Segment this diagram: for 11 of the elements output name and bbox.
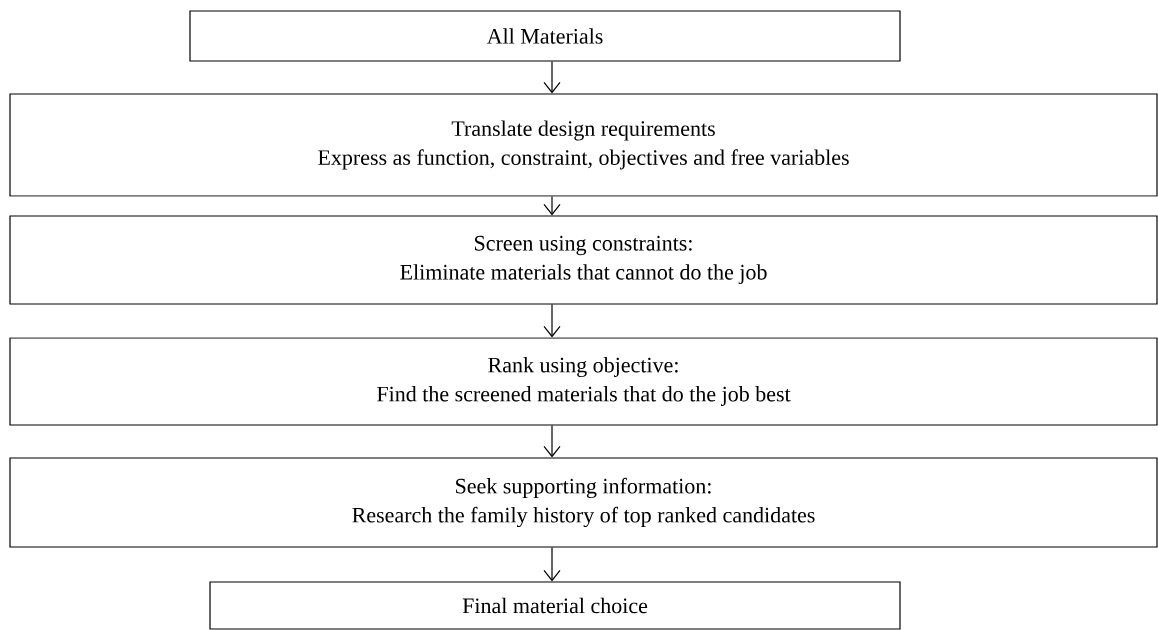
process-box: Seek supporting information: Research the family history of top ranked candidates [9,457,1158,548]
process-box: All Materials [189,10,901,62]
arrow [543,547,561,582]
process-box: Screen using constraints: Eliminate materials that cannot do the job [9,215,1158,305]
arrow [543,304,561,338]
arrow [543,424,561,458]
process-box: Rank using objective: Find the screened materials that do the job best [9,337,1158,426]
process-box: Final material choice [209,581,901,630]
arrow [543,196,561,216]
arrow [543,61,561,94]
process-box: Translate design requirements Express as function, constraint, objectives and free variables [9,93,1158,197]
